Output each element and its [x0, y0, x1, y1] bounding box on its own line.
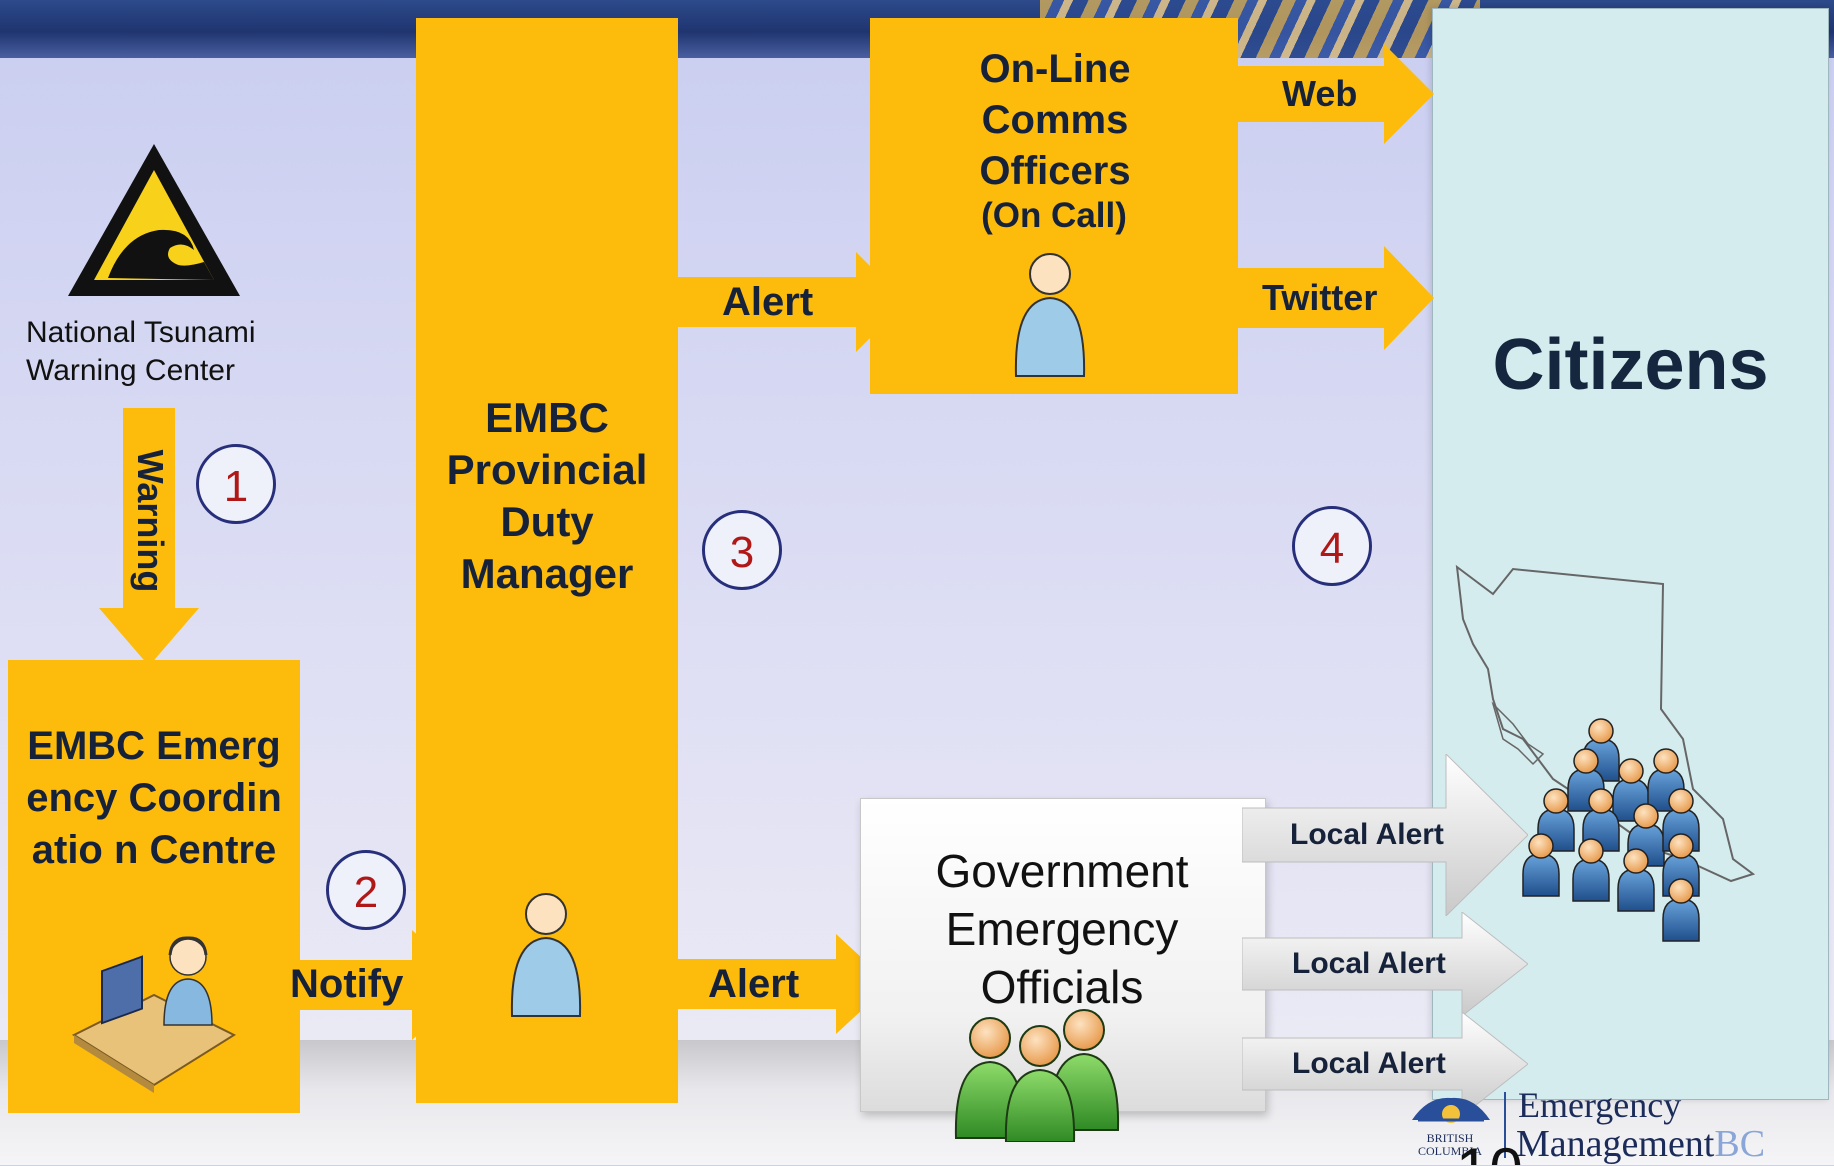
ecc-title: EMBC Emergency Coordinatio n Centre — [26, 724, 282, 872]
source-label: National Tsunami Warning Center — [26, 316, 256, 387]
twitter-arrow — [1234, 246, 1434, 350]
operator-at-desk-icon — [71, 936, 237, 1093]
step-badge-2: 2 — [326, 850, 406, 930]
local-alert-arrow-3 — [1242, 1012, 1528, 1116]
web-arrow — [1234, 44, 1434, 144]
alert-online-arrow — [660, 252, 906, 352]
web-arrow-label: Web — [1282, 73, 1358, 114]
logo-line2: Management — [1516, 1123, 1715, 1165]
online-comms-title: On-Line Comms Officers — [979, 47, 1131, 193]
online-comms-subtitle: (On Call) — [981, 196, 1127, 235]
logo-divider — [1504, 1092, 1506, 1158]
logo-province: BRITISH COLUMBIA — [1417, 1131, 1482, 1158]
duty-manager-person-icon — [510, 893, 582, 1017]
step-badge-4: 4 — [1292, 506, 1372, 586]
notify-arrow-label: Notify — [290, 962, 404, 1006]
alert-gov-label: Alert — [708, 962, 800, 1006]
tsunami-warning-icon — [68, 144, 240, 296]
step-badge-3: 3 — [702, 510, 782, 590]
bc-crest-icon — [1412, 1097, 1490, 1123]
logo-line1: Emergency — [1518, 1085, 1682, 1125]
local-alert-arrow-1 — [1242, 754, 1528, 916]
citizens-crowd-icon — [1522, 718, 1700, 942]
step-badge-1: 1 — [196, 444, 276, 524]
local-alert-label-3: Local Alert — [1292, 1047, 1446, 1080]
pdm-title: EMBC Provincial Duty Manager — [446, 394, 648, 597]
comms-officer-person-icon — [1014, 253, 1086, 377]
citizens-panel: Citizens — [1432, 8, 1829, 1100]
local-alert-label-2: Local Alert — [1292, 947, 1446, 980]
logo-line2-accent: BC — [1714, 1123, 1766, 1165]
alert-gov-arrow — [646, 934, 890, 1034]
alert-online-label: Alert — [722, 280, 814, 324]
warning-arrow — [99, 408, 199, 666]
officials-group-icon — [954, 1009, 1120, 1142]
emergency-management-bc-logo: BRITISH COLUMBIA Emergency ManagementBC — [1400, 1085, 1780, 1166]
local-alert-arrow-2 — [1242, 912, 1528, 1016]
citizens-title: Citizens — [1492, 325, 1769, 405]
logo-line2-wrap: ManagementBC — [1516, 1122, 1765, 1166]
twitter-arrow-label: Twitter — [1262, 277, 1378, 318]
local-alert-label-1: Local Alert — [1290, 818, 1444, 851]
page-number: 10 — [1456, 1140, 1523, 1165]
gov-officials-title: Government Emergency Officials — [935, 845, 1189, 1013]
bc-map-outline — [1455, 564, 1756, 883]
warning-arrow-label: Warning — [130, 449, 171, 593]
gov-officials-box — [860, 798, 1266, 1112]
